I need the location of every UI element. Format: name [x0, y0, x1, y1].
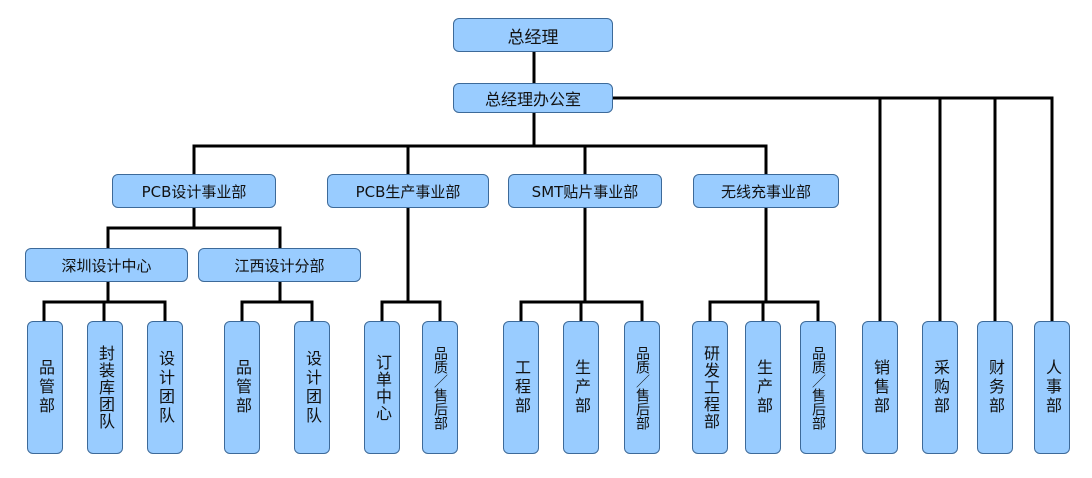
node-hr-dept: 人事部: [1034, 321, 1070, 454]
node-smt-division: SMT贴片事业部: [508, 174, 662, 208]
node-wl-production-dept: 生产部: [745, 321, 781, 454]
node-pp-quality-aftersales: 品质／售后部: [422, 321, 458, 454]
node-sz-package-library-team: 封装库团队: [87, 321, 123, 454]
node-smt-quality-aftersales: 品质／售后部: [624, 321, 660, 454]
node-jiangxi-design-branch: 江西设计分部: [198, 248, 361, 282]
node-pp-order-center: 订单中心: [364, 321, 400, 454]
node-pcb-design-division: PCB设计事业部: [112, 174, 276, 208]
node-jx-quality-dept: 品管部: [224, 321, 260, 454]
node-smt-engineering-dept: 工程部: [503, 321, 539, 454]
node-jx-design-team: 设计团队: [294, 321, 330, 454]
node-purchasing-dept: 采购部: [922, 321, 958, 454]
node-smt-production-dept: 生产部: [563, 321, 599, 454]
node-shenzhen-design-center: 深圳设计中心: [25, 248, 188, 282]
node-sales-dept: 销售部: [862, 321, 898, 454]
node-sz-design-team: 设计团队: [147, 321, 183, 454]
node-wl-rd-engineering-dept: 研发工程部: [692, 321, 728, 454]
node-sz-quality-dept: 品管部: [27, 321, 63, 454]
node-gm-office: 总经理办公室: [453, 83, 613, 113]
node-pcb-production-division: PCB生产事业部: [327, 174, 489, 208]
node-wl-quality-aftersales: 品质／售后部: [800, 321, 836, 454]
node-wireless-division: 无线充事业部: [693, 174, 839, 208]
node-finance-dept: 财务部: [977, 321, 1013, 454]
node-general-manager: 总经理: [453, 18, 613, 52]
